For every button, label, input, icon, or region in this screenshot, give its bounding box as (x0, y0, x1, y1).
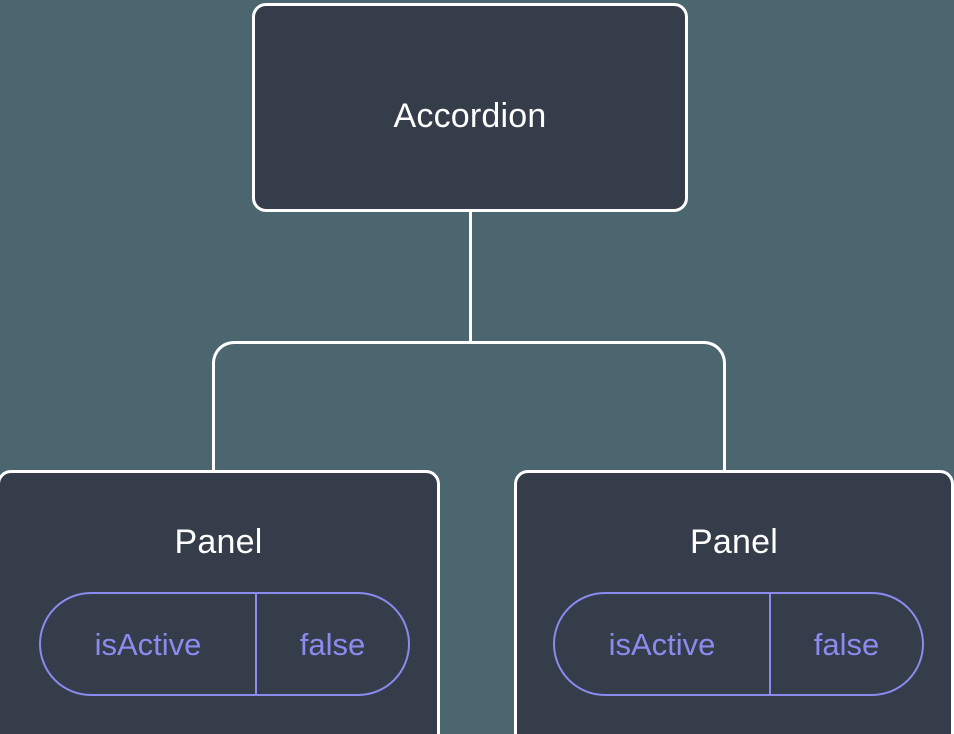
prop-divider-panel-left (255, 594, 257, 694)
prop-capsule-panel-right[interactable]: isActive false (553, 592, 924, 696)
prop-key-panel-right: isActive (608, 626, 716, 662)
edge-split-bar (234, 341, 705, 344)
node-accordion-label: Accordion (393, 97, 547, 135)
prop-capsule-panel-left[interactable]: isActive false (39, 592, 410, 696)
prop-value-panel-right: false (813, 626, 880, 662)
node-panel-right-label: Panel (690, 523, 778, 561)
node-accordion[interactable]: Accordion (252, 3, 688, 212)
node-panel-right[interactable]: Panel isActive false (514, 470, 954, 734)
node-panel-left-label: Panel (174, 523, 263, 561)
node-panel-left[interactable]: Panel isActive false (0, 470, 440, 734)
prop-key-panel-left: isActive (94, 626, 202, 662)
edge-elbow-left-icon (212, 341, 236, 365)
prop-divider-panel-right (769, 594, 771, 694)
edge-drop-to-panel-left (212, 362, 215, 474)
edge-root-stem (469, 209, 472, 344)
edge-drop-to-panel-right (723, 362, 726, 474)
prop-value-panel-left: false (299, 626, 366, 662)
